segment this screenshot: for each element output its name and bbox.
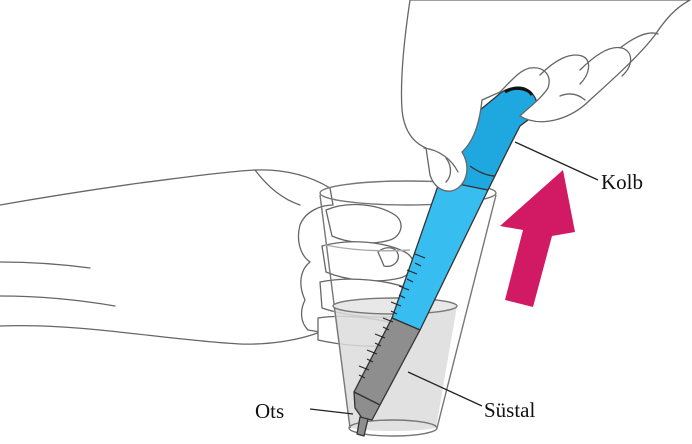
label-kolb: Kolb: [601, 172, 643, 193]
up-arrow-icon: [500, 170, 575, 307]
leader-line-ots: [310, 409, 353, 414]
leader-line-kolb: [515, 142, 598, 180]
label-ots: Ots: [255, 401, 284, 422]
label-sustal: Süstal: [484, 400, 535, 421]
right-hand: [401, 0, 690, 191]
